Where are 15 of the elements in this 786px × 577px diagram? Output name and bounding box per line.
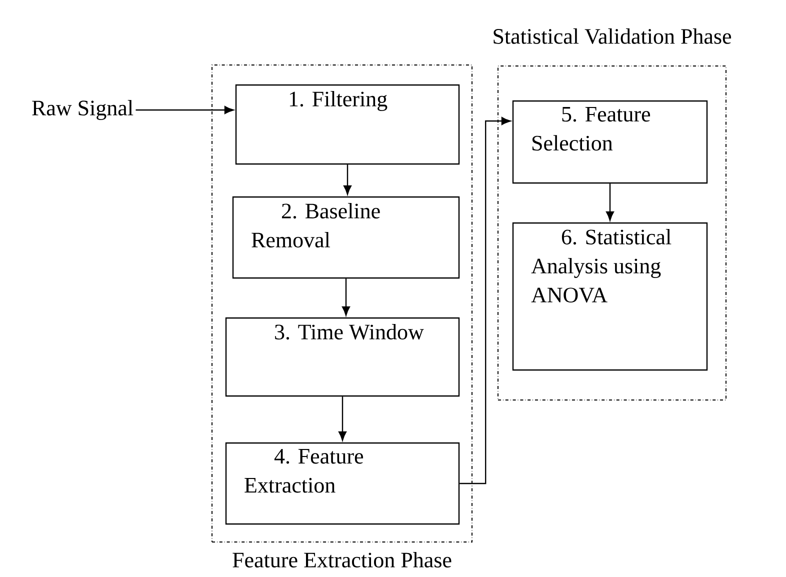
process-box: 2. Baseline Removal: [232, 196, 460, 279]
arrow: [606, 184, 614, 221]
node-label: Statistical Validation Phase: [494, 28, 732, 44]
arrow: [342, 278, 350, 316]
input-label: Raw Signal: [32, 100, 134, 120]
node-label: Feature Extraction Phase: [232, 552, 452, 568]
process-box: 4. Feature Extraction: [225, 442, 460, 525]
arrow: [338, 396, 347, 441]
arrow: [344, 164, 352, 195]
arrow: [460, 117, 511, 484]
arrow: [136, 106, 234, 114]
process-box: 3. Time Window: [225, 317, 460, 397]
process-box: 5. Feature Selection: [512, 100, 708, 184]
process-box: 6. Statistical Analysis using ANOVA: [512, 222, 708, 371]
process-box: 1. Filtering: [235, 84, 460, 165]
